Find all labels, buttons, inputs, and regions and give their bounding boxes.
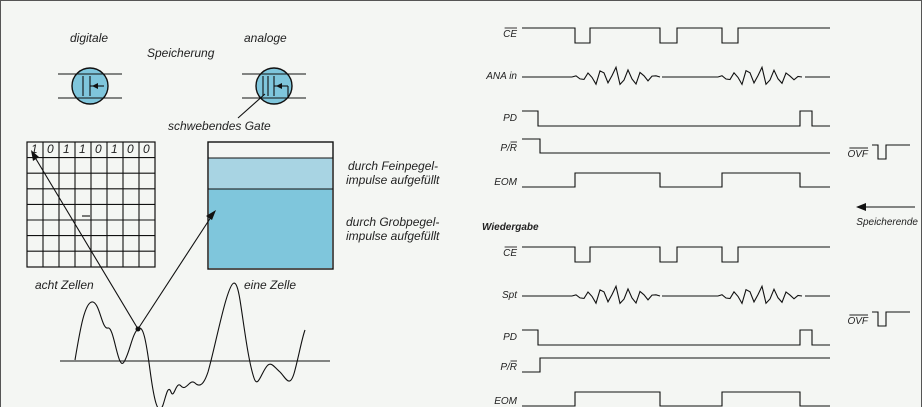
bit-cell: 1 bbox=[111, 142, 118, 156]
ovf-waveform bbox=[872, 144, 910, 160]
label-storage: Speicherung bbox=[147, 46, 215, 60]
signal-label: PD bbox=[503, 113, 517, 124]
cell-grid bbox=[26, 141, 156, 268]
bit-cell: 1 bbox=[79, 142, 86, 156]
pd-waveform bbox=[522, 329, 830, 346]
sample-arrows bbox=[31, 150, 216, 332]
label-one-cell: eine Zelle bbox=[244, 278, 296, 292]
signal-label: EOM bbox=[494, 177, 517, 188]
pr-waveform bbox=[522, 357, 830, 373]
analog-burst bbox=[717, 65, 803, 86]
analog-burst bbox=[571, 65, 661, 86]
eom-waveform bbox=[522, 172, 830, 188]
signal-label: OVF bbox=[847, 316, 868, 327]
single-cell bbox=[207, 141, 334, 270]
signal-label: ANA in bbox=[485, 71, 517, 82]
signal-label: EOM bbox=[494, 396, 517, 407]
signal-label: Spt bbox=[502, 290, 518, 301]
analog-burst bbox=[717, 284, 803, 305]
eom-waveform bbox=[522, 391, 830, 407]
label-end-of-memory: Speicherende bbox=[856, 217, 918, 228]
label-floating-gate: schwebendes Gate bbox=[168, 119, 271, 133]
analog-waveform bbox=[74, 282, 306, 407]
ce-waveform bbox=[522, 27, 830, 44]
digital-transistor-icon bbox=[58, 67, 122, 105]
arrowhead bbox=[856, 203, 866, 211]
label-fine-2: impulse aufgefüllt bbox=[346, 173, 440, 187]
label-coarse-2: impulse aufgefüllt bbox=[346, 229, 440, 243]
pd-waveform bbox=[522, 110, 830, 127]
signal-label: PD bbox=[503, 332, 517, 343]
analog-transistor-icon bbox=[242, 67, 306, 105]
bit-cell: 1 bbox=[63, 142, 70, 156]
bit-cell: 0 bbox=[47, 142, 54, 156]
analog-burst bbox=[571, 284, 661, 305]
ovf-waveform bbox=[872, 311, 910, 327]
label-fine-1: durch Feinpegel- bbox=[348, 159, 438, 173]
signal-label: OVF bbox=[847, 149, 868, 160]
label-eight-cells: acht Zellen bbox=[35, 278, 94, 292]
label-playback: Wiedergabe bbox=[482, 222, 539, 233]
coarse-fill-region bbox=[209, 189, 332, 268]
label-coarse-1: durch Grobpegel- bbox=[346, 215, 439, 229]
label-analog: analoge bbox=[244, 31, 287, 45]
gate-pointer bbox=[237, 93, 266, 119]
bit-cell: 0 bbox=[127, 142, 134, 156]
signal-label: CE bbox=[503, 29, 517, 40]
ce-waveform bbox=[522, 246, 830, 263]
bit-cell: 0 bbox=[143, 142, 150, 156]
label-digital: digitale bbox=[70, 31, 108, 45]
bit-cell: 0 bbox=[95, 142, 102, 156]
signal-label: P/R bbox=[500, 143, 517, 154]
signal-label: P/R bbox=[500, 362, 517, 373]
fine-fill-region bbox=[209, 158, 332, 189]
signal-label: CE bbox=[503, 248, 517, 259]
bit-cell: 1 bbox=[31, 142, 38, 156]
pr-waveform bbox=[522, 138, 830, 154]
